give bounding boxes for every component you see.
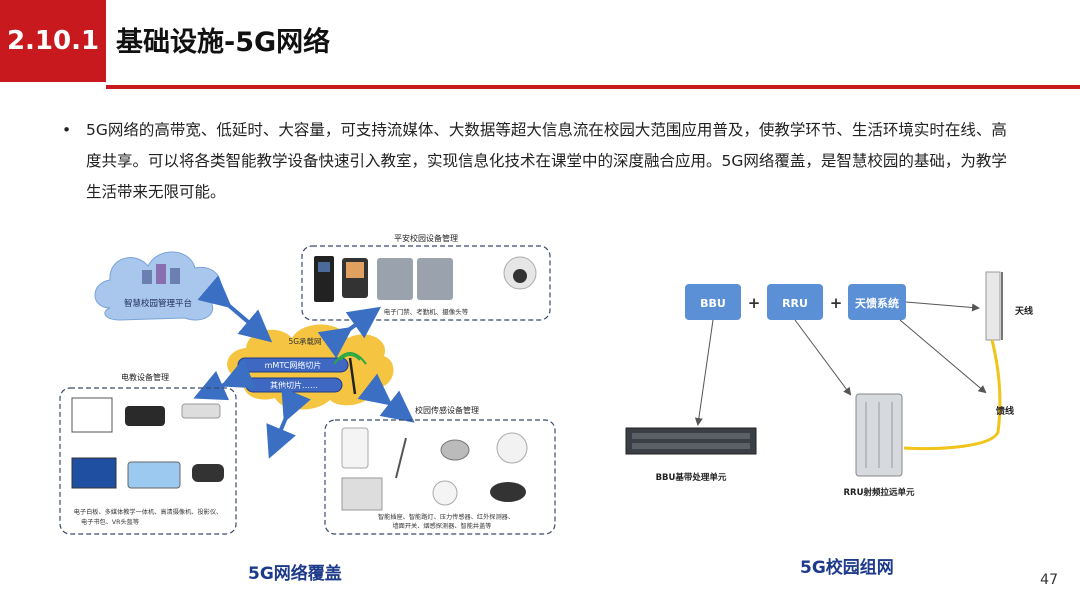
- smart-socket-icon: [341, 427, 369, 469]
- 5g-coverage-diagram: 智慧校园管理平台 平安校园设备管理 电子门禁、考勤机、摄像头等 5G承载网 mM…: [59, 233, 556, 535]
- edu-equipment-group: 电教设备管理 电子白板、多媒体教学一体机、高清摄像机、投影仪、 电子书包、VR头…: [59, 372, 237, 535]
- smart-manhole-icon: [490, 482, 526, 502]
- server-icon: [142, 270, 152, 284]
- arrow-bearer-down: [266, 387, 311, 459]
- rru-label: RRU: [782, 297, 808, 310]
- arrow-to-bbu-unit: [694, 319, 714, 426]
- bbu-unit-icon: [625, 427, 757, 455]
- smoke-detector-icon: [432, 480, 458, 506]
- bullet-dot: •: [62, 121, 72, 139]
- teaching-display-icon: [71, 457, 117, 489]
- right-diagram-caption: 5G校园组网: [800, 558, 894, 578]
- rru-unit-icon: [855, 393, 903, 477]
- bearer-title: 5G承载网: [288, 336, 321, 346]
- bbu-label: BBU: [700, 297, 726, 310]
- feeder-system-label: 天馈系统: [855, 296, 899, 310]
- bearer-network-cloud: 5G承载网 mMTC网络切片 其他切片……: [227, 324, 394, 410]
- feeder-cable: [903, 339, 1002, 451]
- arrow-to-antenna: [905, 301, 980, 312]
- bullet-text: 5G网络的高带宽、低延时、大容量，可支持流媒体、大数据等超大信息流在校园大范围应…: [86, 121, 1007, 201]
- arrow-platform-bearer: [197, 275, 273, 343]
- rru-box: [767, 284, 823, 320]
- 5g-campus-network-diagram: BBU + RRU + 天馈系统 天线 馈线 BBU基带处理单元 RRU射频拉远…: [625, 271, 1033, 498]
- antenna-icon: [985, 271, 1003, 341]
- vr-headset-icon: [192, 464, 224, 482]
- arrow-bearer-edu: [193, 358, 257, 401]
- section-number: 2.10.1: [0, 0, 106, 82]
- sensor-group: 校园传感设备管理 智能插座、智能路灯、压力传感器、红外探测器、 墙面开关、烟感探…: [324, 405, 556, 535]
- sensor-title: 校园传感设备管理: [415, 405, 479, 415]
- platform-label: 智慧校园管理平台: [124, 298, 192, 309]
- feeder-label: 馈线: [996, 405, 1014, 417]
- bbu-unit-label: BBU基带处理单元: [656, 472, 727, 483]
- platform-cloud: 智慧校园管理平台: [94, 251, 222, 321]
- edu-caption-line1: 电子白板、多媒体教学一体机、高清摄像机、投影仪、: [74, 508, 223, 516]
- whiteboard-icon: [71, 397, 113, 433]
- left-diagram-caption: 5G网络覆盖: [248, 564, 342, 584]
- arrow-bearer-sensor: [357, 373, 415, 423]
- pressure-sensor-icon: [440, 439, 470, 461]
- turnstile-icon: [377, 258, 413, 300]
- slide-title: 基础设施-5G网络: [116, 27, 331, 58]
- safe-campus-caption: 电子门禁、考勤机、摄像头等: [384, 307, 469, 316]
- plus-sign: +: [830, 294, 843, 312]
- wall-switch-icon: [341, 477, 383, 511]
- street-light-icon: [395, 437, 407, 479]
- bullet-paragraph: • 5G网络的高带宽、低延时、大容量，可支持流媒体、大数据等超大信息流在校园大范…: [62, 115, 1022, 208]
- sensor-caption-line1: 智能插座、智能路灯、压力传感器、红外探测器、: [378, 513, 514, 521]
- turnstile-icon: [417, 258, 453, 300]
- antenna-label: 天线: [1015, 305, 1033, 317]
- arrow-to-rru-unit: [794, 319, 852, 396]
- safe-campus-title: 平安校园设备管理: [394, 233, 458, 243]
- bbu-box: [685, 284, 741, 320]
- hd-camera-icon: [181, 403, 221, 419]
- safe-campus-group: 平安校园设备管理 电子门禁、考勤机、摄像头等: [301, 233, 551, 321]
- edu-title: 电教设备管理: [121, 372, 169, 382]
- infrared-detector-icon: [496, 432, 528, 464]
- feeder-system-box: [848, 284, 906, 320]
- header-divider: [106, 85, 1080, 89]
- server-icon: [156, 264, 166, 284]
- arrow-to-feeder: [899, 319, 987, 394]
- page-number: 47: [1040, 572, 1058, 588]
- plus-sign: +: [748, 294, 761, 312]
- server-icon: [170, 268, 180, 284]
- slice-other: 其他切片……: [270, 380, 318, 390]
- projector-icon: [125, 406, 165, 426]
- edu-caption-line2: 电子书包、VR头盔等: [81, 518, 139, 526]
- rru-unit-label: RRU射频拉远单元: [844, 487, 915, 498]
- slide-header: 2.10.1 基础设施-5G网络: [0, 0, 1080, 82]
- arrow-bearer-safe: [317, 306, 382, 359]
- sensor-caption-line2: 墙面开关、烟感探测器、智能井盖等: [393, 522, 492, 530]
- tablet-icon: [127, 461, 181, 489]
- slice-mmtc: mMTC网络切片: [265, 360, 322, 370]
